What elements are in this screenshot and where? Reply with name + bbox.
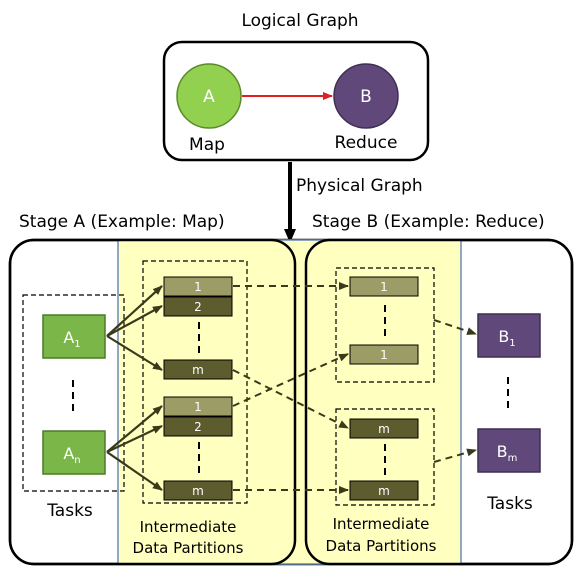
shuffle-arrows bbox=[232, 282, 477, 494]
logical-node-a-label: A bbox=[203, 87, 215, 107]
tasks-a-group bbox=[22, 294, 125, 492]
map-label: Map bbox=[189, 135, 225, 155]
right-partition-2-top bbox=[349, 418, 419, 439]
task-an-label: An bbox=[63, 444, 80, 466]
left-partition-1-1 bbox=[163, 276, 233, 297]
arrow-a1-to-p1 bbox=[106, 285, 163, 337]
right-partition-1-bottom bbox=[349, 344, 419, 365]
right-partition-group-2 bbox=[335, 408, 435, 506]
map-output-arrows bbox=[106, 285, 163, 491]
left-partition-2-1-label: 1 bbox=[194, 400, 202, 414]
left-partition-2-m bbox=[163, 480, 233, 501]
task-bm-label: Bm bbox=[497, 442, 518, 464]
left-partition-1-2 bbox=[163, 296, 233, 317]
left-partition-1-m-label: m bbox=[192, 363, 204, 377]
reduce-input-b1 bbox=[433, 319, 477, 335]
physical-graph-label: Physical Graph bbox=[296, 176, 423, 196]
right-partition-1-bottom-label: 1 bbox=[380, 348, 388, 362]
logical-node-b bbox=[333, 63, 399, 129]
shuffle-1-m bbox=[232, 369, 349, 429]
right-partition-group-1 bbox=[335, 267, 435, 383]
stage-a-box bbox=[8, 238, 297, 566]
arrow-an-to-p1 bbox=[106, 405, 163, 453]
left-partition-1-1-label: 1 bbox=[194, 280, 202, 294]
arrow-a1-to-p2 bbox=[106, 305, 163, 337]
shuffle-2-1 bbox=[232, 353, 349, 407]
arrow-an-to-p2 bbox=[106, 425, 163, 453]
stage-b-title: Stage B (Example: Reduce) bbox=[312, 212, 545, 232]
right-partitions-label-line2: Data Partitions bbox=[326, 537, 437, 555]
left-partition-2-2-label: 2 bbox=[194, 420, 202, 434]
task-an-box bbox=[42, 430, 106, 475]
stage-a-title: Stage A (Example: Map) bbox=[19, 212, 225, 232]
right-partition-2-top-label: m bbox=[378, 422, 390, 436]
tasks-a-label: Tasks bbox=[46, 501, 93, 521]
tasks-b-label: Tasks bbox=[486, 494, 533, 514]
task-bm-box bbox=[477, 428, 541, 473]
task-a1-box bbox=[42, 314, 106, 359]
reduce-input-bm bbox=[433, 448, 477, 463]
task-b1-label: B1 bbox=[498, 327, 515, 349]
right-partition-2-bottom-label: m bbox=[378, 484, 390, 498]
left-partition-2-2 bbox=[163, 416, 233, 437]
reduce-label: Reduce bbox=[335, 133, 398, 153]
logical-graph-title: Logical Graph bbox=[241, 11, 358, 31]
left-partition-2-m-label: m bbox=[192, 484, 204, 498]
logical-node-b-label: B bbox=[360, 87, 372, 107]
right-partition-1-top bbox=[349, 276, 419, 297]
right-partition-1-top-label: 1 bbox=[380, 280, 388, 294]
task-a1-label: A1 bbox=[63, 328, 80, 350]
left-partitions-label-line2: Data Partitions bbox=[133, 539, 244, 557]
left-partition-group bbox=[142, 260, 248, 504]
task-b1-box bbox=[477, 313, 541, 358]
logical-node-a bbox=[176, 63, 242, 129]
left-partition-1-m bbox=[163, 359, 233, 380]
left-partitions-label-line1: Intermediate bbox=[140, 518, 237, 536]
right-partitions-label-line1: Intermediate bbox=[333, 515, 430, 533]
left-partition-2-1 bbox=[163, 396, 233, 417]
right-partition-2-bottom bbox=[349, 480, 419, 501]
stage-b-box bbox=[304, 238, 574, 566]
arrow-a1-to-pm bbox=[106, 335, 163, 371]
left-partition-1-2-label: 2 bbox=[194, 300, 202, 314]
arrow-an-to-pm bbox=[106, 451, 163, 491]
